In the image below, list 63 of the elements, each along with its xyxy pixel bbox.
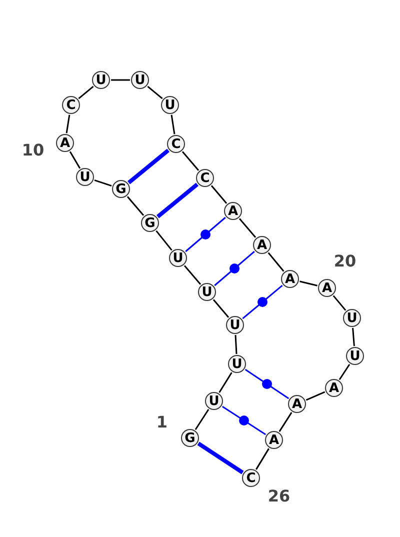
backbone-line: [332, 295, 346, 311]
nucleotide-circle: G: [112, 180, 130, 198]
nucleotide-circle: A: [253, 236, 271, 254]
base-pair-line: [222, 406, 266, 436]
base-pair-line: [197, 442, 244, 474]
position-number: 26: [268, 486, 290, 506]
nucleotide-circle: C: [62, 96, 80, 114]
position-number: 1: [156, 412, 168, 432]
nucleotide-circle: A: [56, 134, 74, 152]
nucleotide-circle: U: [169, 249, 187, 267]
base-pair-line: [244, 368, 290, 400]
nucleotide-circle: C: [167, 135, 185, 153]
nucleotide-circle: U: [131, 71, 149, 89]
backbone-line: [352, 328, 355, 346]
base-pair-line: [127, 148, 170, 184]
backbone-line: [212, 299, 230, 318]
nucleotide-circle: U: [198, 283, 216, 301]
nucleotide-circle: U: [92, 71, 110, 89]
backbone-line: [210, 185, 228, 204]
base-pair-line: [156, 182, 199, 218]
position-number: 10: [22, 140, 44, 160]
nucleotide-circle: U: [346, 347, 364, 365]
nucleotide-circle: A: [224, 202, 242, 220]
backbone-line: [94, 179, 112, 187]
backbone-line: [278, 412, 292, 432]
base-pair-line: [242, 284, 283, 320]
nucleotide-circle: U: [226, 316, 244, 334]
backbone-line: [306, 391, 326, 401]
nucleotide-circle: U: [161, 96, 179, 114]
base-pair-line: [185, 216, 226, 252]
nucleotide-circle: A: [325, 379, 343, 397]
backbone-line: [256, 448, 270, 470]
backbone-line: [268, 252, 284, 272]
nucleotide-circle: A: [265, 431, 283, 449]
backbone-line: [182, 151, 200, 171]
backbone-line: [338, 364, 350, 380]
nucleotide-circle: A: [281, 270, 299, 288]
backbone-line: [126, 196, 144, 216]
nucleotide-circle: G: [141, 214, 159, 232]
nucleotide-circle: A: [318, 279, 336, 297]
backbone-line: [156, 230, 172, 251]
nucleotide-circle: C: [196, 169, 214, 187]
backbone-line: [300, 280, 318, 286]
nucleotide-circle: A: [288, 395, 306, 413]
backbone-line: [147, 86, 163, 100]
backbone-line: [78, 86, 94, 100]
nucleotide-circle: U: [76, 168, 94, 186]
nucleotide-circle: G: [181, 429, 199, 447]
nucleotide-circle: U: [228, 355, 246, 373]
backbone-line: [69, 151, 81, 169]
nucleotide-circle: U: [205, 392, 223, 410]
nucleotide-circle: U: [343, 309, 361, 327]
backbone-line: [234, 334, 238, 354]
backbone-line: [238, 218, 256, 238]
backbone-line: [194, 408, 210, 430]
base-pair-line: [214, 250, 255, 286]
backbone-line: [218, 372, 232, 393]
position-number: 20: [334, 252, 356, 270]
backbone-line: [184, 265, 202, 285]
backbone-line: [111, 79, 130, 81]
backbone-line: [170, 114, 176, 134]
backbone-line: [66, 114, 70, 134]
nucleotide-circle: C: [242, 469, 260, 487]
